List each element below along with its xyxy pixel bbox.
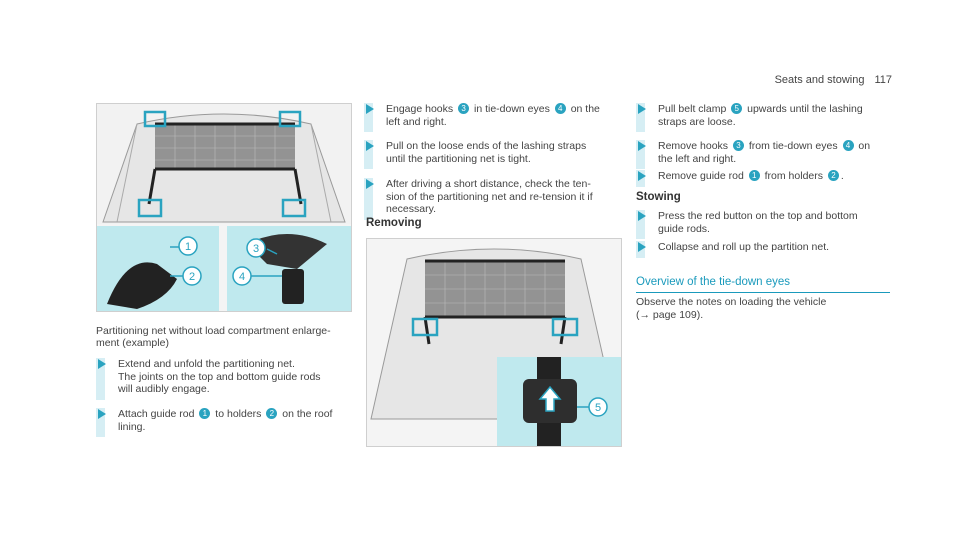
step-arrow-icon (638, 242, 646, 252)
svg-text:4: 4 (239, 271, 245, 283)
ref-number-2: 2 (266, 408, 278, 419)
page-reference-link[interactable]: (→ page 109). (636, 308, 704, 321)
section-title: Seats and stowing (774, 74, 865, 86)
ref-number-3: 3 (732, 140, 744, 151)
step-pull-straps: Pull on the loose ends of the lashing st… (364, 140, 656, 169)
step-press-red-button: Press the red button on the top and bott… (636, 210, 918, 239)
ref-number-1: 1 (748, 170, 760, 181)
figure-partitioning-net-install: 1 2 3 4 (96, 103, 352, 312)
svg-text:3: 3 (253, 243, 259, 255)
callout-2: 2 (182, 266, 202, 286)
heading-stowing: Stowing (636, 191, 681, 203)
illustration-cargo-net: 1 2 3 4 (97, 104, 351, 311)
svg-text:1: 1 (185, 241, 191, 253)
figure-partitioning-net-remove: 5 (366, 238, 622, 447)
callout-1: 1 (178, 236, 198, 256)
step-attach-guide-rod: Attach guide rod 1 to holders 2 on the r… (96, 408, 378, 437)
figure-caption: Partitioning net without load compartmen… (96, 325, 331, 349)
ref-number-5: 5 (731, 103, 743, 114)
step-remove-guide-rod: Remove guide rod 1 from holders 2. (636, 170, 918, 187)
step-arrow-icon (638, 171, 646, 181)
step-engage-hooks: Engage hooks 3 in tie-down eyes 4 on the… (364, 103, 656, 132)
step-check-tension: After driving a short distance, check th… (364, 178, 656, 220)
callout-5: 5 (588, 397, 608, 417)
step-arrow-icon (638, 211, 646, 221)
page-number: 117 (874, 74, 892, 86)
callout-3: 3 (246, 238, 266, 258)
step-collapse-net: Collapse and roll up the partition net. (636, 241, 918, 258)
ref-number-4: 4 (554, 103, 566, 114)
ref-number-3: 3 (458, 103, 470, 114)
step-arrow-icon (98, 359, 106, 369)
svg-text:5: 5 (595, 402, 601, 414)
loading-note: Observe the notes on loading the vehicle… (636, 296, 827, 321)
svg-text:2: 2 (189, 271, 195, 283)
heading-removing: Removing (366, 217, 422, 229)
step-arrow-icon (366, 141, 374, 151)
ref-number-1: 1 (199, 408, 211, 419)
step-remove-hooks: Remove hooks 3 from tie-down eyes 4 on t… (636, 140, 918, 169)
step-pull-belt-clamp: Pull belt clamp 5 upwards until the lash… (636, 103, 918, 132)
illustration-belt-clamp: 5 (370, 248, 621, 446)
step-arrow-icon (366, 104, 374, 114)
ref-number-4: 4 (842, 140, 854, 151)
heading-overview-tie-down-eyes: Overview of the tie-down eyes (636, 276, 890, 293)
callout-4: 4 (232, 266, 252, 286)
step-arrow-icon (638, 104, 646, 114)
ref-number-2: 2 (827, 170, 839, 181)
step-arrow-icon (98, 409, 106, 419)
page-header: Seats and stowing 117 (775, 74, 892, 86)
step-extend-net: Extend and unfold the partitioning net. … (96, 358, 378, 400)
step-arrow-icon (638, 141, 646, 151)
step-arrow-icon (366, 179, 374, 189)
